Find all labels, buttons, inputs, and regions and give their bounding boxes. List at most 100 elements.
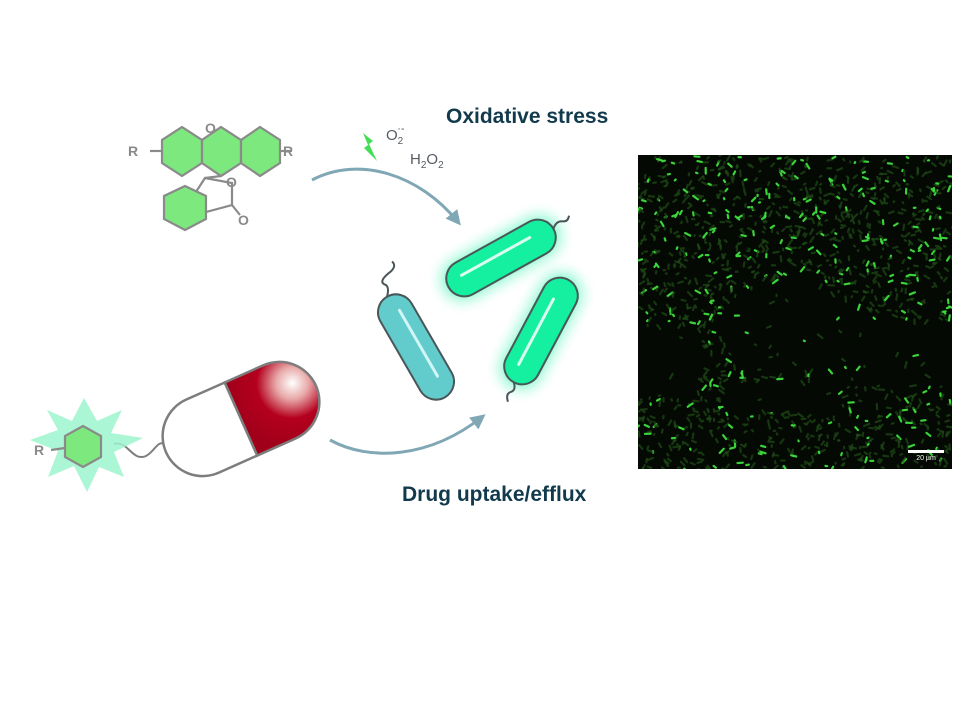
micrograph-cell xyxy=(710,299,715,302)
micrograph-cell xyxy=(706,409,710,414)
micrograph-cell xyxy=(732,175,735,181)
superoxide-label: O2·- xyxy=(386,123,411,147)
micrograph-cell xyxy=(908,189,914,194)
micrograph-cell xyxy=(901,408,909,412)
micrograph-cell xyxy=(836,250,840,254)
micrograph-cell xyxy=(716,192,722,199)
micrograph-cell xyxy=(656,213,660,217)
micrograph-cell xyxy=(860,295,866,302)
micrograph-cell xyxy=(877,220,882,224)
micrograph-cell xyxy=(720,374,728,377)
micrograph-cell xyxy=(645,311,649,315)
micrograph-cell xyxy=(650,232,657,240)
micrograph-cell xyxy=(693,194,701,197)
micrograph-cell xyxy=(899,452,904,456)
micrograph-cell xyxy=(655,158,664,162)
micrograph-cell xyxy=(853,265,858,269)
micrograph-cell xyxy=(718,155,723,157)
micrograph-cell xyxy=(681,198,687,204)
micrograph-cell xyxy=(673,422,677,429)
micrograph-cell xyxy=(679,247,684,250)
micrograph-cell xyxy=(723,342,726,349)
micrograph-cell xyxy=(802,232,806,237)
micrograph-cell xyxy=(914,229,921,233)
micrograph-cell xyxy=(753,274,757,279)
micrograph-cell xyxy=(723,239,728,244)
micrograph-cell xyxy=(753,177,758,182)
micrograph-cell xyxy=(935,189,939,194)
micrograph-cell xyxy=(927,385,931,390)
micrograph-cell xyxy=(783,416,790,419)
micrograph-cell xyxy=(662,175,667,179)
micrograph-cell xyxy=(766,411,775,416)
micrograph-cell xyxy=(935,227,941,231)
micrograph-cell xyxy=(786,244,793,250)
micrograph-cell xyxy=(698,417,702,422)
micrograph-cell xyxy=(683,258,689,262)
micrograph-cell xyxy=(677,257,682,262)
micrograph-cell xyxy=(663,227,667,231)
micrograph-cell xyxy=(939,385,943,388)
micrograph-cell xyxy=(840,224,847,227)
micrograph-cell xyxy=(696,390,700,397)
micrograph-cell xyxy=(861,170,866,174)
micrograph-cell xyxy=(840,357,846,362)
micrograph-cell xyxy=(930,161,937,168)
micrograph-cell xyxy=(745,285,750,289)
micrograph-cell xyxy=(846,227,851,233)
micrograph-cell xyxy=(638,424,640,429)
micrograph-cell xyxy=(792,424,796,428)
micrograph-cell xyxy=(686,416,691,423)
oxidative-arrow xyxy=(311,167,461,226)
micrograph-cell xyxy=(793,175,799,180)
micrograph-cell xyxy=(943,447,950,453)
micrograph-cell xyxy=(654,155,657,160)
micrograph-cell xyxy=(641,260,647,266)
micrograph-cell xyxy=(662,268,667,272)
micrograph-cell xyxy=(638,207,645,214)
micrograph-cell xyxy=(790,262,797,267)
micrograph-cell xyxy=(658,288,665,296)
micrograph-cell xyxy=(768,344,772,349)
micrograph-cell xyxy=(874,273,882,278)
micrograph-cell xyxy=(842,445,846,450)
micrograph-cell xyxy=(779,438,785,445)
micrograph-cell xyxy=(769,415,774,419)
micrograph-cell xyxy=(688,179,693,186)
micrograph-cell xyxy=(762,275,768,282)
micrograph-cell xyxy=(829,253,836,257)
micrograph-cell xyxy=(944,179,949,184)
micrograph-cell xyxy=(821,418,824,423)
micrograph-cell xyxy=(863,422,871,428)
micrograph-cell xyxy=(696,159,703,164)
micrograph-cell xyxy=(780,459,786,462)
micrograph-cell xyxy=(731,157,736,161)
ring-oxygen: O xyxy=(205,120,216,136)
micrograph-cell xyxy=(834,461,837,465)
micrograph-cell xyxy=(748,257,752,261)
micrograph-cell xyxy=(937,257,942,261)
micrograph-cell xyxy=(725,450,730,455)
micrograph-cell xyxy=(754,221,757,226)
micrograph-cell xyxy=(878,234,884,240)
micrograph-cell xyxy=(947,175,952,178)
micrograph-cell xyxy=(847,401,855,404)
micrograph-cell xyxy=(834,258,837,264)
micrograph-cell xyxy=(822,252,827,258)
micrograph-cell xyxy=(823,192,831,197)
xanthene-left-ring xyxy=(160,125,204,178)
micrograph-cell xyxy=(696,327,702,334)
micrograph-cell xyxy=(712,417,716,422)
scale-bar: 20 µm xyxy=(908,450,944,462)
micrograph-cell xyxy=(739,443,745,448)
micrograph-cell xyxy=(773,460,777,465)
micrograph-cell xyxy=(700,419,705,423)
micrograph-cell xyxy=(881,266,888,270)
micrograph-cell xyxy=(799,188,803,191)
micrograph-cell xyxy=(660,428,664,434)
micrograph-cell xyxy=(836,167,844,172)
micrograph-cell xyxy=(677,280,684,285)
micrograph-cell xyxy=(849,192,855,197)
micrograph-cell xyxy=(823,275,827,280)
micrograph-cell xyxy=(726,436,730,441)
